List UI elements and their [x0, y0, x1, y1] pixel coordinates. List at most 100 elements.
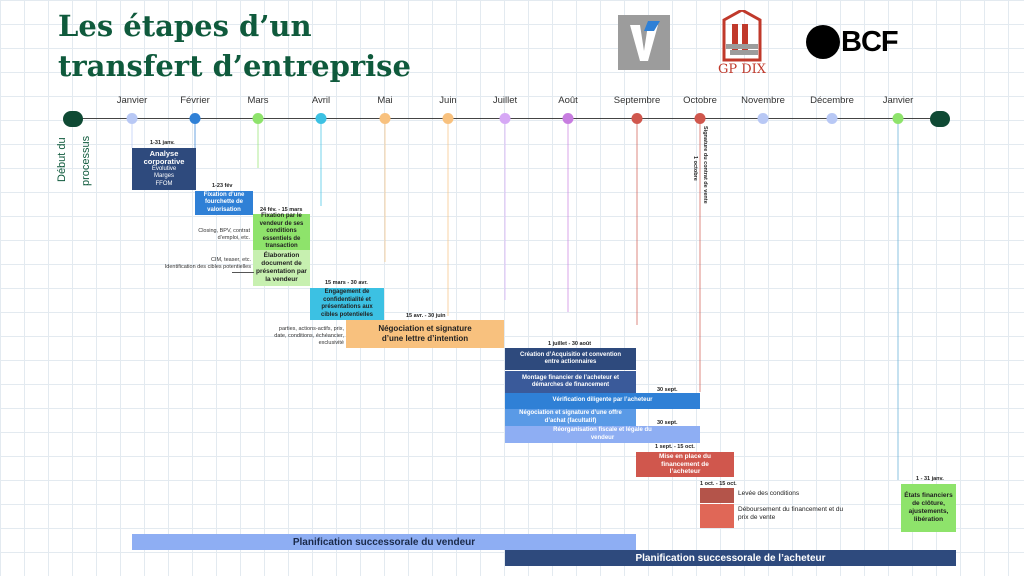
month-dot	[631, 113, 643, 124]
bcf-logo-text: BCF	[841, 26, 899, 58]
month-stem	[636, 124, 638, 325]
month-stem	[131, 124, 133, 148]
band-acheteur: Planification successorale de l’acheteur	[505, 550, 956, 566]
month-dot	[499, 113, 511, 124]
month-stem	[567, 124, 569, 312]
step4-box: Élaboration document de présentation par…	[253, 250, 310, 286]
step7-row3-label: Vérification diligente par l’acheteur	[552, 397, 653, 404]
month-label: Juillet	[492, 95, 518, 106]
step3-note: Closing, BPV, contrat d’emploi, etc.	[170, 228, 250, 242]
month-label: Mars	[247, 95, 269, 106]
month-stem	[447, 124, 449, 316]
step10-title: États financiers de clôture, ajustements…	[904, 492, 953, 523]
month-dot	[126, 113, 138, 124]
step5-date: 15 mars - 30 avr.	[325, 280, 368, 286]
step1-title: Analyse corporative	[143, 148, 185, 166]
step5-box: Engagement de confidentialité et présent…	[310, 288, 384, 320]
step3-note1: Closing, BPV, contrat	[198, 228, 250, 234]
step6-note: parties, actions-actifs, prix, date, con…	[260, 326, 344, 347]
step7-row5: Réorganisation fiscale et légale du vend…	[505, 426, 700, 443]
october-date: 1 octobre	[692, 156, 698, 181]
month-label: Décembre	[810, 95, 854, 106]
step9-swatch2	[700, 504, 734, 528]
step4-title: Élaboration document de présentation par…	[256, 252, 307, 283]
month-dot	[892, 113, 904, 124]
step3-note2: d’emploi, etc.	[217, 235, 250, 241]
step6-title: Négociation et signature d’une lettre d’…	[378, 324, 472, 343]
month-label: Novembre	[741, 95, 785, 106]
month-stem	[257, 124, 259, 168]
step8-date: 1 sept. - 15 oct.	[655, 444, 695, 450]
month-label: Juin	[439, 95, 457, 106]
step2-title: Fixation d’une fourchette de valorisatio…	[203, 191, 245, 213]
step7-row2: Montage financier de l’acheteur et démar…	[505, 371, 636, 393]
month-stem	[320, 124, 322, 206]
start-label-line2: processus	[80, 135, 92, 186]
start-label-2: processus	[80, 130, 110, 190]
band-vendeur-label: Planification successorale du vendeur	[292, 536, 476, 548]
step5-title: Engagement de confidentialité et présent…	[320, 289, 374, 318]
step1-sub3: FFOM	[155, 180, 173, 187]
v-logo	[618, 15, 670, 70]
step6-note1: parties, actions-actifs, prix,	[278, 326, 344, 332]
step6-box: Négociation et signature d’une lettre d’…	[346, 320, 504, 348]
band-vendeur: Planification successorale du vendeur	[132, 534, 636, 550]
step7-row1: Création d’Acquisitio et convention entr…	[505, 348, 636, 370]
step2-date: 1-23 fév	[212, 183, 233, 189]
step1-box: Analyse corporative Évolutive Marges FFO…	[132, 148, 196, 190]
month-label: Septembre	[613, 95, 661, 106]
timeline-end-cap	[930, 111, 950, 127]
step9-swatch1	[700, 488, 734, 503]
timeline-start-cap	[63, 111, 83, 127]
month-stem	[699, 124, 701, 392]
month-dot	[562, 113, 574, 124]
month-label: Février	[180, 95, 210, 106]
step3-date: 24 fév. - 15 mars	[260, 207, 303, 213]
step6-note2: date, conditions, échéancier,	[274, 333, 344, 339]
gp-dix-logo	[712, 8, 772, 82]
step7-row3: Vérification diligente par l’acheteur	[505, 393, 700, 409]
bcf-logo-dot	[806, 25, 840, 59]
step4-note2: Identification des cibles potentielles	[164, 264, 251, 270]
step7-date-b: 30 sept.	[657, 420, 678, 426]
month-label: Octobre	[683, 95, 717, 106]
step7-row4-label: Négociation et signature d’une offre d’a…	[519, 410, 622, 424]
step3-title: Fixation par le vendeur de ses condition…	[259, 213, 304, 250]
step7-date-a: 30 sept.	[657, 387, 678, 393]
month-dot	[189, 113, 201, 124]
step4-note: CIM, teaser, etc. Identification des cib…	[130, 257, 251, 271]
step7-row5-label: Réorganisation fiscale et légale du vend…	[553, 427, 652, 441]
step9-date: 1 oct. - 15 oct.	[700, 481, 737, 487]
step10-date: 1 - 31 janv.	[916, 476, 944, 482]
month-dot	[379, 113, 391, 124]
step7-row2-label: Montage financier de l’acheteur et démar…	[521, 374, 620, 389]
step6-date: 15 avr. - 30 juin	[406, 313, 446, 319]
month-dot	[757, 113, 769, 124]
month-label: Janvier	[882, 95, 914, 106]
step4-note1: CIM, teaser, etc.	[210, 257, 251, 263]
step7-row4: Négociation et signature d’une offre d’a…	[505, 409, 636, 426]
month-label: Août	[558, 95, 578, 106]
month-dot	[315, 113, 327, 124]
step1-sub2: Marges	[153, 173, 174, 180]
step9-label2: Déboursement du financement et du prix d…	[738, 506, 844, 521]
step8-box: Mise en place du financement de l’achete…	[636, 452, 734, 477]
step3-box: Fixation par le vendeur de ses condition…	[253, 213, 310, 250]
start-label-line1: Début du	[56, 137, 68, 182]
month-dot	[252, 113, 264, 124]
month-label: Janvier	[116, 95, 148, 106]
gp-dix-logo-text: GP DIX	[717, 62, 767, 77]
band-acheteur-label: Planification successorale de l’acheteur	[635, 552, 826, 564]
month-stem	[504, 124, 506, 300]
step7-date: 1 juillet - 30 août	[548, 341, 592, 347]
step4-connector	[232, 272, 254, 273]
month-dot	[694, 113, 706, 124]
month-label: Avril	[311, 95, 331, 106]
step6-note3: exclusivité	[318, 340, 344, 346]
page-title: Les étapes d’un transfert d’entreprise	[58, 9, 411, 83]
step7-row1-label: Création d’Acquisitio et convention entr…	[519, 351, 621, 366]
october-signature: Signature du contrat de vente	[702, 126, 708, 204]
step10-box: États financiers de clôture, ajustements…	[901, 484, 956, 532]
month-label: Mai	[377, 95, 393, 106]
step1-date: 1-31 janv.	[150, 140, 175, 146]
